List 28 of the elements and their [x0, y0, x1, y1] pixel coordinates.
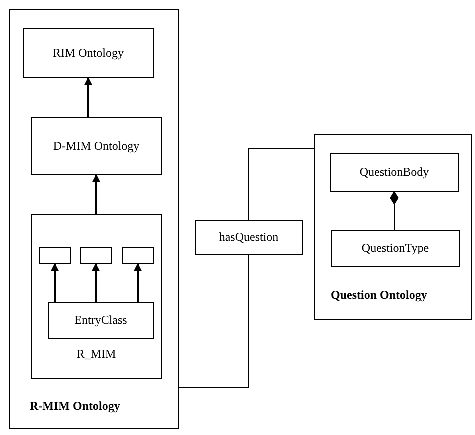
- arrow: [92, 174, 100, 214]
- connector-line: [178, 254, 250, 388]
- box-label: RIM Ontology: [52, 46, 124, 60]
- box-label: EntryClass: [74, 313, 128, 328]
- box-label: Question Ontology: [331, 288, 428, 303]
- box-label: QuestionType: [362, 241, 430, 256]
- box-label: hasQuestion: [219, 230, 279, 245]
- connector-line: [248, 148, 314, 220]
- container-box: [314, 134, 472, 320]
- class-box: [330, 153, 459, 192]
- box-label: D-MIM Ontology: [52, 138, 141, 154]
- class-box: [31, 117, 162, 175]
- empty-box: [122, 247, 154, 264]
- arrow: [134, 263, 142, 302]
- empty-box: [39, 247, 71, 264]
- container-box: [31, 214, 162, 379]
- class-box: [331, 230, 460, 267]
- arrow: [84, 77, 92, 117]
- class-box: [23, 28, 154, 78]
- arrow: [92, 263, 100, 302]
- empty-box: [80, 247, 112, 264]
- class-box: [48, 302, 154, 339]
- container-box: [9, 9, 179, 429]
- box-label: QuestionBody: [360, 165, 430, 180]
- box-label: R_MIM: [76, 347, 118, 362]
- box-label: R-MIM Ontology: [30, 399, 120, 414]
- relation-box: [195, 220, 303, 255]
- arrow: [51, 263, 59, 302]
